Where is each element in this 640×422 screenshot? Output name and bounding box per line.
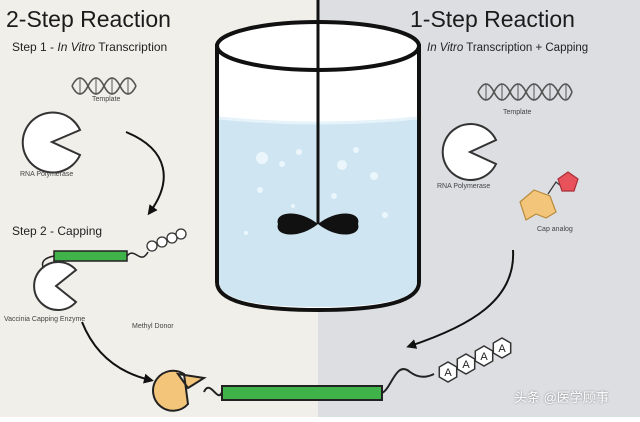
vaccinia-capping-enzyme-icon bbox=[33, 261, 78, 311]
watermark: 头条 @医学顾事 bbox=[514, 390, 609, 405]
step1-label: Step 1 - In Vitro Transcription bbox=[12, 40, 167, 54]
rna-polymerase-icon-right bbox=[441, 123, 498, 181]
poly-a-letter: A bbox=[444, 367, 452, 379]
template-dna-icon-right bbox=[477, 83, 573, 101]
step2-label: Step 2 - Capping bbox=[12, 224, 103, 238]
arrow-to-final-mrna-left bbox=[81, 321, 154, 384]
cap-analog-label: Cap analog bbox=[537, 226, 573, 233]
poly-a-letter: A bbox=[462, 359, 470, 371]
step1-italic: In Vitro bbox=[57, 40, 96, 54]
right-panel-title: 1-Step Reaction bbox=[410, 6, 575, 32]
poly-a-hexagon: A bbox=[474, 345, 494, 367]
capped-mrna-product bbox=[152, 368, 435, 412]
poly-a-hexagon: A bbox=[456, 353, 476, 375]
rna-polymerase-icon-left bbox=[21, 111, 82, 174]
right-subtitle-suffix: Transcription + Capping bbox=[463, 42, 589, 54]
arrow-to-final-mrna-right bbox=[406, 249, 515, 349]
rna-polymerase-label-right: RNA Polymerase bbox=[437, 183, 491, 190]
capping-enzyme-label: Vaccinia Capping Enzyme bbox=[4, 316, 86, 323]
step1-suffix: Transcription bbox=[95, 40, 168, 54]
right-subtitle-italic: In Vitro bbox=[427, 42, 464, 54]
poly-a-hexagon: A bbox=[438, 361, 458, 383]
cap-analog-icon bbox=[519, 171, 579, 221]
poly-a-letter: A bbox=[498, 343, 506, 355]
template-label-left: Template bbox=[92, 96, 121, 103]
rna-polymerase-label-left: RNA Polymerase bbox=[20, 171, 74, 178]
reactor-vessel bbox=[215, 0, 421, 313]
stirrer-impeller bbox=[277, 213, 359, 235]
uncapped-mrna-icon bbox=[41, 228, 187, 271]
cap-structure-icon bbox=[152, 369, 207, 412]
bubbles bbox=[244, 147, 388, 235]
template-dna-icon-left bbox=[71, 77, 137, 95]
methyl-donor-label: Methyl Donor bbox=[132, 323, 174, 330]
left-panel-title: 2-Step Reaction bbox=[6, 6, 171, 32]
right-subtitle: In Vitro Transcription + Capping bbox=[427, 42, 588, 54]
template-label-right: Template bbox=[503, 109, 532, 116]
poly-a-hexagon: A bbox=[492, 337, 512, 359]
step1-prefix: Step 1 - bbox=[12, 40, 58, 54]
arrow-step1-to-step2 bbox=[125, 131, 165, 216]
poly-a-letter: A bbox=[480, 351, 488, 363]
